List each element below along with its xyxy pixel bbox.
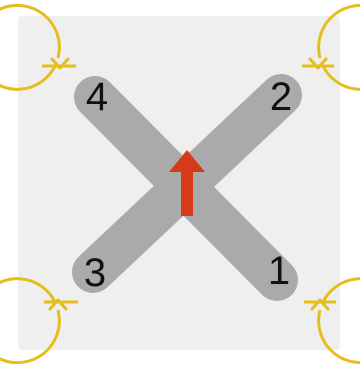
forward-heading-arrow-icon [169,150,205,216]
rotation-arrow-head-icon [50,57,70,70]
motor-top-left: 4 [0,3,108,119]
rotation-ring [317,277,360,365]
motor-number: 3 [84,251,106,295]
motor-bottom-left: 3 [0,251,106,365]
rotation-ring [0,277,61,365]
rotation-ring [317,3,360,91]
motor-number: 1 [268,249,290,293]
rotation-ring [0,3,61,91]
rotation-arrow-head-icon [310,298,330,311]
rotation-arrow-head-icon [48,298,68,311]
rotation-arrow-head-icon [308,57,328,70]
motor-top-right: 2 [270,3,360,119]
motor-number: 4 [86,75,108,119]
motor-bottom-right: 1 [268,249,360,365]
motor-number: 2 [270,75,292,119]
